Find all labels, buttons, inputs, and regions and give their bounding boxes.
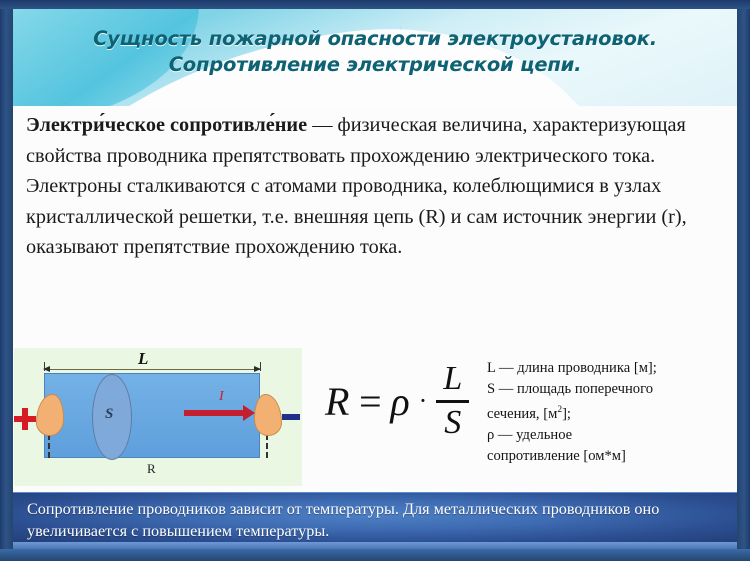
conductor-diagram: L S R I: [14, 348, 302, 486]
page-title: Сущность пожарной опасности электроустан…: [0, 26, 750, 78]
label-resistance: R: [147, 461, 156, 476]
formula-fraction: L S: [436, 360, 470, 441]
frame-bottom-border: [0, 549, 750, 561]
paragraph-electrons: Электроны сталкиваются с атомами проводн…: [26, 175, 687, 258]
bottom-banner: Сопротивление проводников зависит от тем…: [13, 492, 737, 542]
formula-equals: =: [356, 378, 384, 424]
plus-sign-icon: [14, 408, 36, 430]
cross-section-ellipse: [92, 374, 132, 460]
label-current: I: [219, 389, 224, 404]
minus-sign-icon: [282, 414, 300, 420]
lead-wire-right: [266, 434, 268, 458]
formula-fraction-bar: [436, 399, 470, 403]
terminal-right: [254, 394, 282, 436]
current-arrow-icon: [184, 405, 255, 421]
length-tick-right: [260, 362, 261, 371]
length-dimension-line: [43, 366, 261, 372]
terminal-left: [36, 394, 64, 436]
formula-denominator: S: [444, 403, 462, 441]
resistance-formula: R = ρ · L S: [325, 360, 470, 441]
slide-header: [9, 6, 741, 106]
label-length: L: [138, 349, 149, 368]
legend-line-rho: ρ — удельное: [487, 426, 573, 443]
legend-line-area: S — площадь поперечного: [487, 381, 654, 397]
formula-numerator: L: [443, 360, 463, 397]
body-text: Электри́ческое сопротивле́ние — физическ…: [26, 110, 728, 263]
legend-area-units-suffix: ];: [562, 405, 571, 422]
legend-area-units-sup: 2: [557, 405, 563, 415]
legend-line-length: L — длина проводника [м];: [487, 360, 657, 376]
title-line-1: Сущность пожарной опасности электроустан…: [93, 27, 657, 50]
bottom-banner-underline: [13, 542, 737, 549]
legend-line-rho-units: сопротивление [ом*м]: [487, 447, 626, 464]
title-line-2: Сопротивление электрической цепи.: [168, 53, 582, 76]
bottom-banner-text: Сопротивление проводников зависит от тем…: [27, 500, 660, 540]
frame-top-border: [0, 0, 750, 9]
legend-line-area-units: сечения, [м2];: [487, 400, 730, 425]
legend-area-units-prefix: сечения, [м: [487, 405, 558, 422]
formula-rho: ρ: [390, 378, 410, 424]
formula-legend: L — длина проводника [м]; S — площадь по…: [487, 358, 730, 467]
label-cross-section: S: [105, 406, 114, 422]
formula-R: R: [325, 378, 350, 424]
frame-right-border: [737, 0, 750, 561]
paragraph-definition-rest: — физическая величина, характеризующая с…: [26, 114, 686, 167]
formula-dot: ·: [418, 386, 428, 416]
lead-wire-left: [48, 434, 50, 458]
frame-left-border: [0, 0, 13, 561]
paragraph-definition: Электри́ческое сопротивле́ние — физическ…: [26, 110, 728, 171]
length-tick-left: [44, 362, 45, 371]
term-electrical-resistance: Электри́ческое сопротивле́ние: [26, 114, 308, 136]
